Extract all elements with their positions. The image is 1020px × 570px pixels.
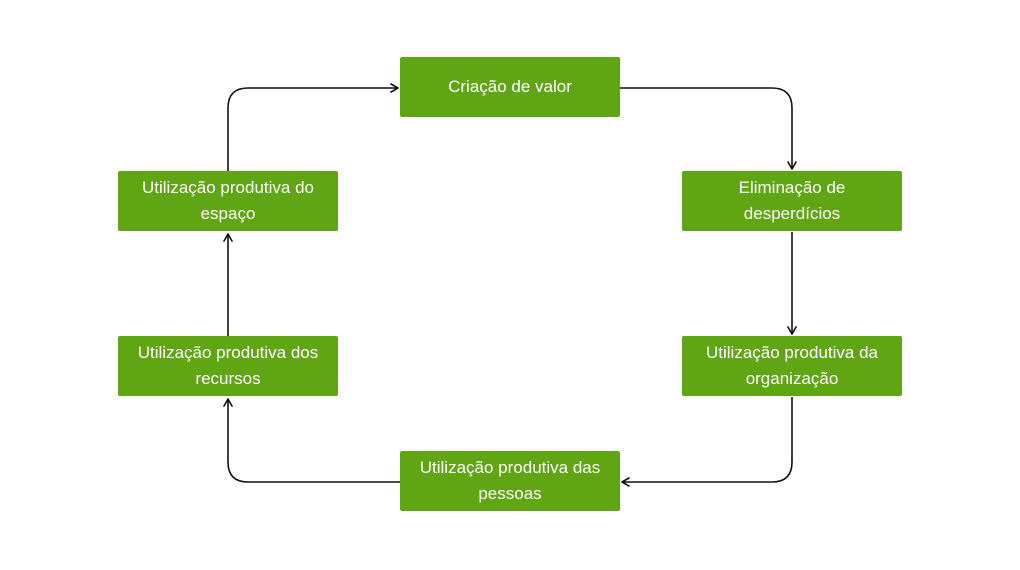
node-utilizacao-dos-recursos: Utilização produtiva dos recursos — [118, 336, 338, 396]
node-label: Utilização produtiva da organização — [706, 343, 878, 388]
connector-criacao-to-eliminacao — [620, 87, 797, 170]
node-utilizacao-das-pessoas: Utilização produtiva das pessoas — [400, 451, 620, 511]
node-label: Utilização produtiva das pessoas — [419, 458, 601, 503]
node-eliminacao-de-desperdicios: Eliminação de desperdícios — [682, 171, 902, 231]
node-label: Criação de valor — [448, 77, 572, 96]
connector-espaco-to-criacao — [227, 83, 399, 171]
node-label: Eliminação de desperdícios — [738, 178, 846, 223]
node-label: Utilização produtiva dos recursos — [137, 343, 319, 388]
connector-pessoas-to-recursos — [223, 398, 400, 483]
node-label: Utilização produtiva do espaço — [142, 178, 314, 223]
connector-organizacao-to-pessoas — [621, 397, 793, 487]
node-utilizacao-da-organizacao: Utilização produtiva da organização — [682, 336, 902, 396]
node-utilizacao-do-espaco: Utilização produtiva do espaço — [118, 171, 338, 231]
node-criacao-de-valor: Criação de valor — [400, 57, 620, 117]
